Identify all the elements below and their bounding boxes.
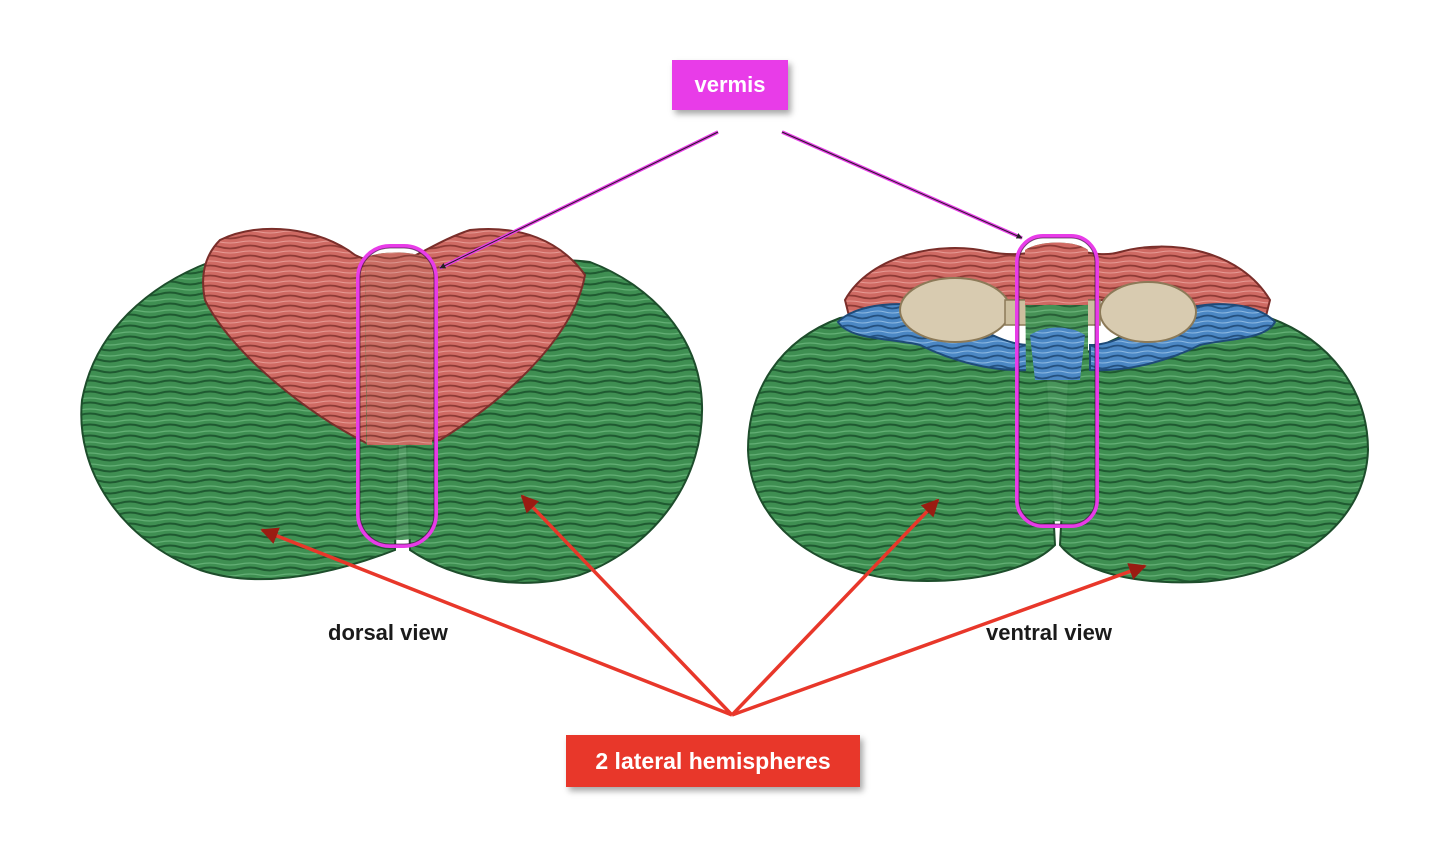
hemisphere-arrow-3 — [730, 498, 940, 717]
hemisphere-arrow-1 — [260, 527, 733, 717]
dorsal-view-illustration — [80, 227, 704, 584]
hemisphere-arrows — [260, 494, 1147, 717]
hemisphere-arrow-4 — [731, 563, 1147, 717]
ventral-view-caption: ventral view — [986, 620, 1112, 645]
ventral-vermis-nodulus — [1030, 327, 1085, 380]
dorsal-view-caption: dorsal view — [328, 620, 448, 645]
dorsal-vermis-upper — [365, 252, 432, 445]
ventral-vermis — [1025, 242, 1088, 522]
vermis-arrows — [439, 130, 1023, 270]
ventral-left-peduncle — [899, 277, 1011, 343]
ventral-right-peduncle — [1099, 281, 1197, 343]
vermis-label: vermis — [672, 60, 788, 110]
ventral-vermis-upper — [1025, 242, 1088, 305]
ventral-view-illustration — [746, 234, 1370, 584]
ventral-right-flocculus — [1089, 303, 1277, 372]
ventral-vermis-outline — [1015, 234, 1099, 528]
dorsal-vermis-outline — [356, 244, 438, 548]
hemisphere-arrow-2 — [520, 494, 734, 717]
hemispheres-label: 2 lateral hemispheres — [566, 735, 860, 787]
